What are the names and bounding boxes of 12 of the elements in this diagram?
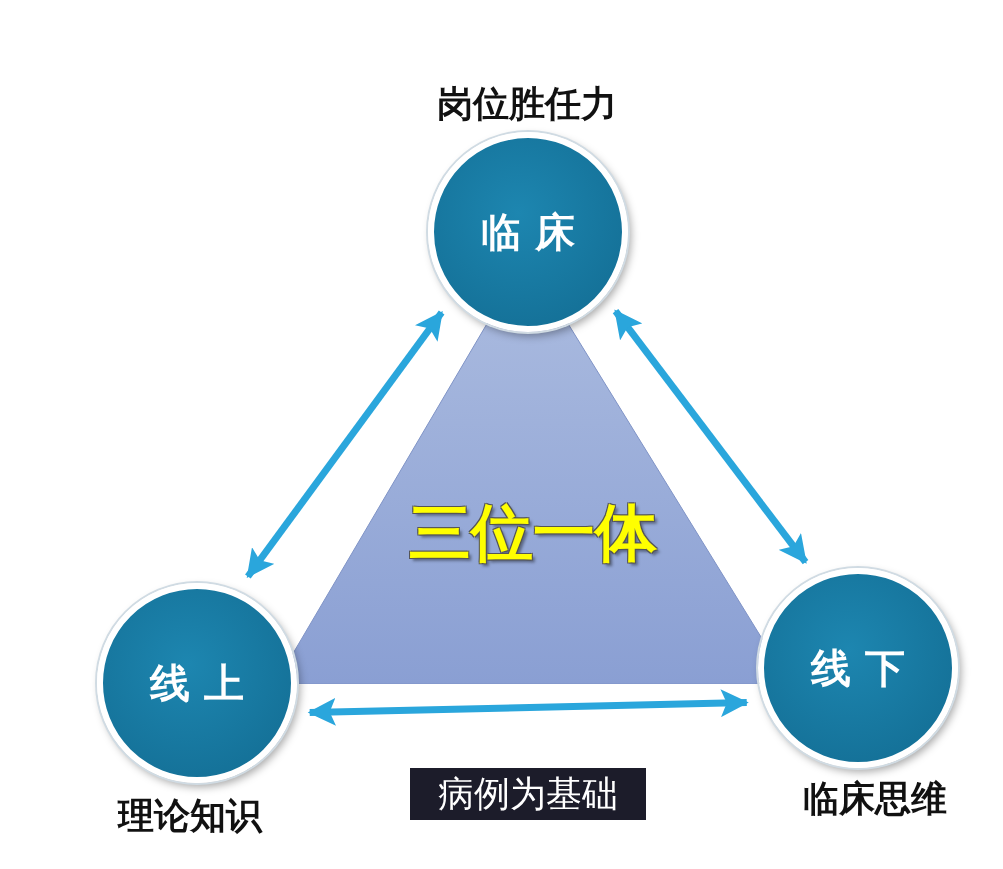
double-arrow — [612, 309, 809, 565]
double-arrow — [307, 689, 749, 726]
node-caption: 理论知识 — [118, 794, 262, 838]
node-label: 线上 — [150, 658, 258, 708]
double-arrow — [245, 310, 445, 579]
center-title: 三位一体 — [408, 495, 657, 571]
node-caption: 临床思维 — [803, 777, 947, 821]
node-label: 临床 — [481, 207, 589, 257]
node-label: 线下 — [811, 643, 919, 693]
box-label: 病例为基础 — [438, 771, 618, 816]
label-box — [410, 768, 646, 820]
node-caption: 岗位胜任力 — [437, 82, 617, 126]
